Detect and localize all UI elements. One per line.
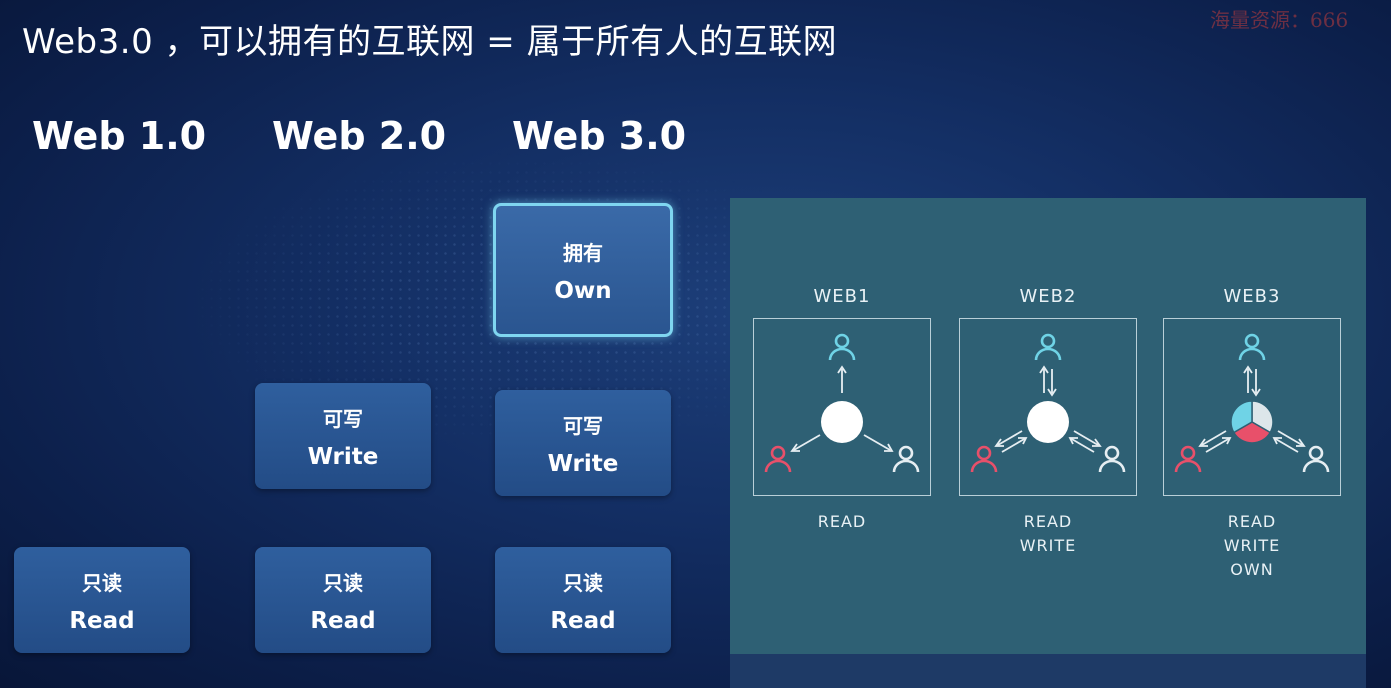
bidirectional-arrow-icon <box>1272 430 1306 453</box>
shared-ownership-pie <box>1230 400 1274 444</box>
box-web2-read: 只读 Read <box>255 547 431 653</box>
box-web3-own-en: Own <box>554 277 612 304</box>
box-web2-read-cn: 只读 <box>323 570 363 595</box>
box-web3-write-cn: 可写 <box>563 413 603 438</box>
caption-line: WRITE <box>1223 536 1281 555</box>
web-comparison-panel: WEB1 READ WEB2 <box>730 198 1366 654</box>
panel-web2-title: WEB2 <box>1019 286 1077 307</box>
bidirectional-arrow-icon <box>1198 430 1232 453</box>
user-left-icon <box>970 445 998 473</box>
user-top-icon <box>1034 333 1062 361</box>
user-top-icon <box>1238 333 1266 361</box>
caption-line: OWN <box>1230 560 1274 579</box>
panel-web2-diagram <box>959 318 1137 496</box>
bidirectional-arrow-icon <box>994 430 1028 453</box>
panel-footer-strip <box>730 654 1366 688</box>
panel-web1-title: WEB1 <box>813 286 871 307</box>
user-right-icon <box>1302 445 1330 473</box>
box-web1-read: 只读 Read <box>14 547 190 653</box>
panel-web3-diagram <box>1163 318 1341 496</box>
user-left-icon <box>764 445 792 473</box>
panel-web3-title: WEB3 <box>1223 286 1281 307</box>
box-web3-own-cn: 拥有 <box>563 240 603 265</box>
user-left-icon <box>1174 445 1202 473</box>
bidirectional-arrow-icon <box>1068 430 1102 453</box>
box-web3-own: 拥有 Own <box>493 203 673 337</box>
heading-web2: Web 2.0 <box>272 114 447 158</box>
box-web2-write: 可写 Write <box>255 383 431 489</box>
bidirectional-arrow-icon <box>1243 365 1261 397</box>
box-web1-read-en: Read <box>69 607 135 634</box>
heading-web1: Web 1.0 <box>32 114 207 158</box>
hub-circle <box>1027 401 1069 443</box>
caption-line: WRITE <box>1019 536 1077 555</box>
user-right-icon <box>1098 445 1126 473</box>
slide-title: Web3.0 ，可以拥有的互联网 = 属于所有人的互联网 <box>22 22 838 62</box>
box-web3-read-en: Read <box>550 607 616 634</box>
box-web2-write-en: Write <box>307 443 379 470</box>
hub-circle <box>821 401 863 443</box>
box-web3-write-en: Write <box>547 450 619 477</box>
heading-web3: Web 3.0 <box>512 114 687 158</box>
box-web3-write: 可写 Write <box>495 390 671 496</box>
panel-web1-diagram <box>753 318 931 496</box>
panel-web3-caption: READ WRITE OWN <box>1163 510 1341 582</box>
box-web2-write-cn: 可写 <box>323 406 363 431</box>
box-web3-read: 只读 Read <box>495 547 671 653</box>
user-top-icon <box>828 333 856 361</box>
bidirectional-arrow-icon <box>1039 365 1057 397</box>
panel-web1-caption: READ <box>753 510 931 534</box>
box-web3-read-cn: 只读 <box>563 570 603 595</box>
box-web1-read-cn: 只读 <box>82 570 122 595</box>
caption-line: READ <box>817 512 867 531</box>
panel-web2-caption: READ WRITE <box>959 510 1137 558</box>
user-right-icon <box>892 445 920 473</box>
box-web2-read-en: Read <box>310 607 376 634</box>
watermark: 海量资源：666 <box>1210 8 1349 32</box>
caption-line: READ <box>1227 512 1277 531</box>
caption-line: READ <box>1023 512 1073 531</box>
